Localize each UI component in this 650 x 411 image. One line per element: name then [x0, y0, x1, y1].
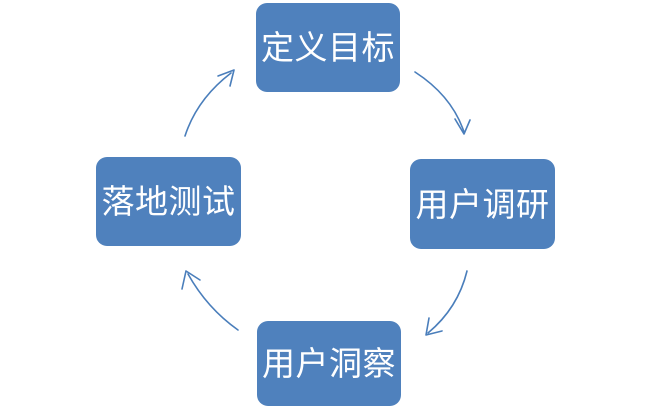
- cycle-node-insight[interactable]: 用户洞察: [257, 321, 401, 406]
- cycle-node-insight-label: 用户洞察: [262, 345, 396, 382]
- arrow-research-to-insight: [425, 270, 468, 336]
- cycle-node-test[interactable]: 落地测试: [96, 157, 241, 246]
- arrow-insight-to-test: [181, 270, 239, 331]
- cycle-node-define-label: 定义目标: [261, 29, 395, 66]
- cycle-node-research[interactable]: 用户调研: [410, 159, 555, 249]
- cycle-node-define[interactable]: 定义目标: [256, 3, 400, 92]
- cycle-node-test-label: 落地测试: [101, 183, 236, 220]
- cycle-node-research-label: 用户调研: [415, 185, 550, 223]
- arrow-define-to-research: [414, 71, 471, 135]
- arrow-test-to-define: [184, 69, 235, 137]
